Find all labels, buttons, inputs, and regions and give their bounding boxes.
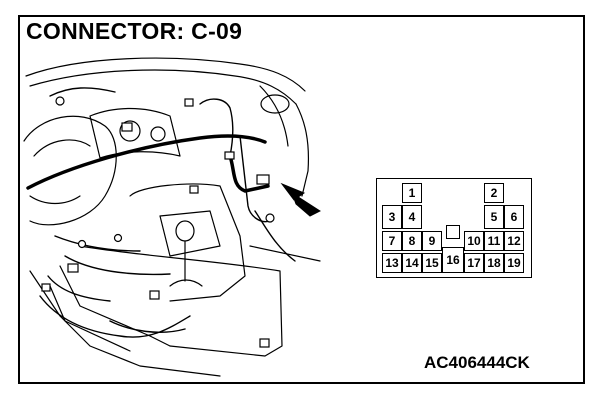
vent-outline <box>260 94 290 114</box>
connector-pin-8: 8 <box>402 231 422 251</box>
connector-pin-18: 18 <box>484 253 504 273</box>
connector-pin-13: 13 <box>382 253 402 273</box>
dashboard-top-outline <box>25 57 306 92</box>
shift-knob <box>175 220 195 242</box>
connector-pin-14: 14 <box>402 253 422 273</box>
dashboard-wiring-illustration <box>23 57 322 377</box>
connector-pin-12: 12 <box>504 231 524 251</box>
connector-pin-19: 19 <box>504 253 524 273</box>
connector-pin-16: 16 <box>442 247 464 273</box>
connector-pin-17: 17 <box>464 253 484 273</box>
connector-pin-3: 3 <box>382 205 402 229</box>
main-harness <box>26 134 267 190</box>
branch-harness <box>199 98 234 157</box>
center-console-outline <box>129 183 246 302</box>
connector-pin-9: 9 <box>422 231 442 251</box>
illustration-code: AC406444CK <box>424 353 530 372</box>
connector-pin-15: 15 <box>422 253 442 273</box>
connector-pin-2: 2 <box>484 183 504 203</box>
connector-pin-1: 1 <box>402 183 422 203</box>
location-arrow <box>280 182 322 217</box>
connector-pin-7: 7 <box>382 231 402 251</box>
connector-pin-11: 11 <box>484 231 504 251</box>
steering-wheel-outline <box>23 115 117 226</box>
connector-pin-4: 4 <box>402 205 422 229</box>
connector-pin-6: 6 <box>504 205 524 229</box>
connector-lock-notch <box>446 225 460 239</box>
connector-pin-10: 10 <box>464 231 484 251</box>
connector-c09-housing <box>256 174 270 185</box>
connector-title: CONNECTOR: C-09 <box>26 18 243 44</box>
connector-pin-5: 5 <box>484 205 504 229</box>
